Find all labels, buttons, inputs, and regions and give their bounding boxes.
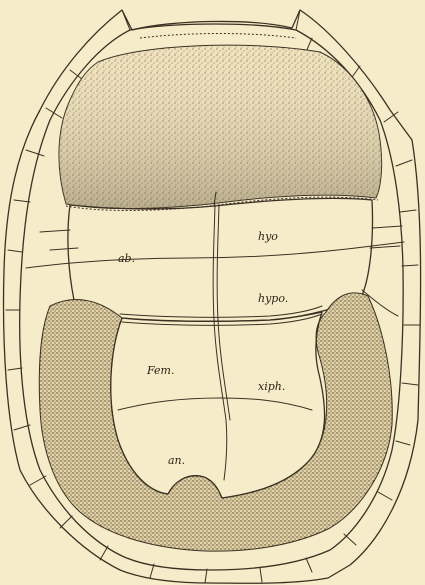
posterior-ring bbox=[39, 293, 392, 551]
label-xiph: xiph. bbox=[258, 380, 285, 393]
label-fem: Fem. bbox=[146, 364, 174, 377]
midline-seam-double bbox=[217, 205, 230, 420]
inguinal-line-left bbox=[40, 230, 70, 232]
femoral-anal-suture bbox=[118, 398, 312, 410]
abdominal-suture bbox=[26, 242, 404, 268]
label-hypo: hypo. bbox=[258, 292, 288, 305]
inguinal-line-right bbox=[372, 226, 402, 228]
label-hyo: hyo bbox=[258, 230, 278, 243]
label-ab: ab. bbox=[118, 252, 135, 265]
anterior-lobe-shading bbox=[59, 45, 382, 208]
nuchal-dotted-line bbox=[140, 34, 296, 39]
hypo-posterior-suture bbox=[120, 306, 322, 317]
label-an: an. bbox=[168, 454, 185, 467]
